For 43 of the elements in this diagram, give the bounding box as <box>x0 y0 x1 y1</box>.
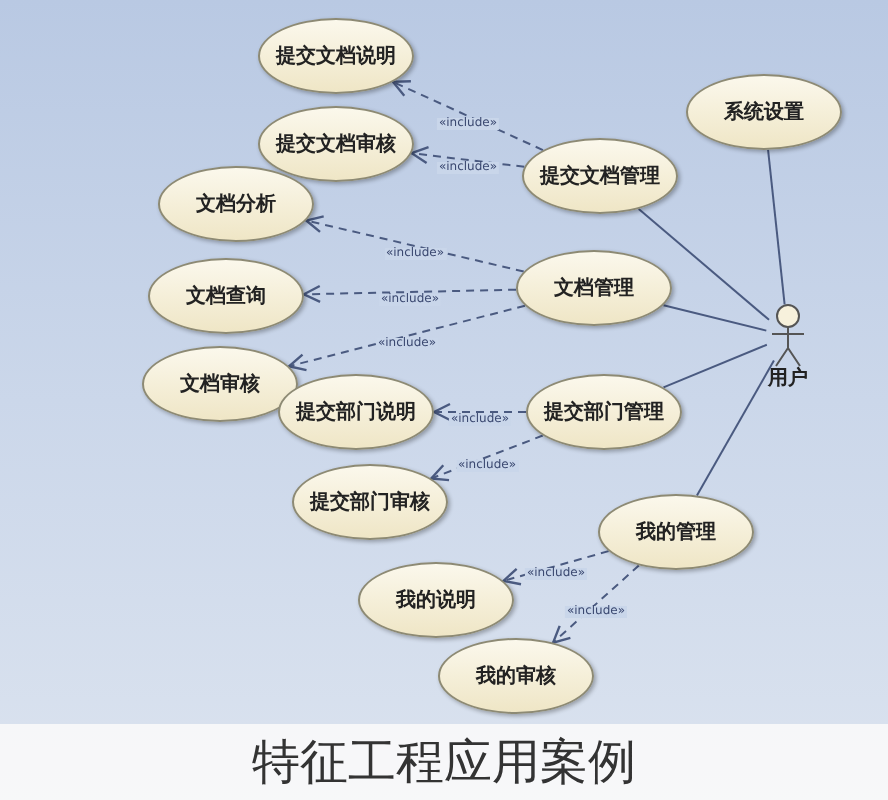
use-case-label: 提交部门管理 <box>544 398 664 427</box>
use-case-ellipse <box>278 374 434 450</box>
include-arrow <box>410 145 526 168</box>
use-case-ellipse <box>142 346 298 422</box>
use-case-ellipse <box>526 374 682 450</box>
association-line <box>662 343 768 389</box>
use-case-label: 系统设置 <box>724 99 804 127</box>
use-case-ellipse <box>158 166 314 242</box>
include-arrow <box>391 80 544 152</box>
use-case-ellipse <box>148 258 304 334</box>
association-line <box>767 148 786 306</box>
association-line <box>695 359 775 497</box>
use-case-label: 提交文档管理 <box>540 162 660 191</box>
use-case-ellipse <box>516 250 672 326</box>
include-arrow <box>305 215 525 273</box>
use-case-ellipse <box>258 106 414 182</box>
use-case-label: 文档查询 <box>186 283 266 311</box>
include-arrow <box>302 284 518 304</box>
use-case-ellipse <box>292 464 448 540</box>
use-case-label: 文档分析 <box>196 191 276 219</box>
use-case-label: 文档管理 <box>554 275 634 303</box>
use-case-ellipse <box>438 638 594 714</box>
actor-label: 用户 <box>768 368 808 393</box>
use-case-label: 提交部门说明 <box>296 398 416 427</box>
use-case-ellipse <box>598 494 754 570</box>
use-case-label: 文档审核 <box>180 370 260 399</box>
use-case-ellipse <box>358 562 514 638</box>
use-case-label: 我的审核 <box>476 662 556 691</box>
association-line <box>637 208 770 321</box>
use-case-label: 我的说明 <box>396 587 476 615</box>
include-arrow <box>432 402 527 422</box>
use-case-ellipse <box>686 74 842 150</box>
use-case-ellipse <box>522 138 678 214</box>
association-line <box>662 304 768 332</box>
use-case-label: 提交文档说明 <box>276 42 396 71</box>
use-case-label: 我的管理 <box>636 519 716 547</box>
use-case-label: 提交文档审核 <box>276 130 396 159</box>
include-arrow <box>502 550 610 586</box>
include-arrow <box>287 304 526 372</box>
use-case-label: 提交部门审核 <box>310 488 430 517</box>
use-case-ellipse <box>258 18 414 94</box>
include-arrow <box>551 564 640 644</box>
caption: 特征工程应用案例 <box>252 732 636 794</box>
